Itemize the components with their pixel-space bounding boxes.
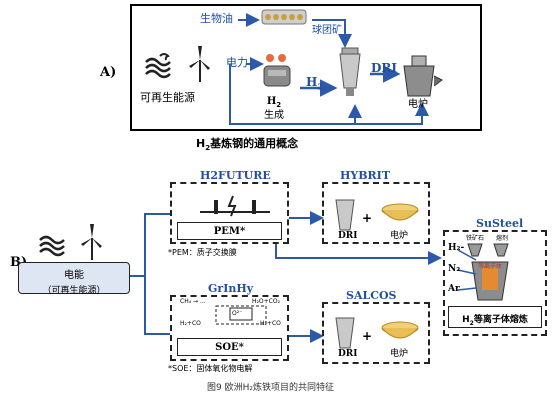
- wave-icon-b: [39, 235, 65, 257]
- plasma-smelting-label: H2等离子体熔炼: [462, 315, 528, 327]
- grinhy-title: GrInHy: [208, 282, 254, 295]
- electrolyzer-icon: [263, 54, 291, 87]
- dri-arrow-label: DRI: [371, 61, 397, 75]
- arrow-pellet: [312, 19, 352, 48]
- pem-box: PEM*: [177, 222, 282, 240]
- salcos-title: SALCOS: [346, 289, 397, 302]
- part-a-caption: H2基炼钢的通用概念: [196, 137, 299, 153]
- hybrit-dri: DRI: [338, 231, 358, 241]
- figure-caption: 图9 欧洲H₂炼铁项目的共同特征: [207, 383, 334, 393]
- grinhy-eq-bl: H₂+CO: [180, 320, 201, 327]
- susteel-n2: N₂: [448, 264, 461, 274]
- salcos-plus: +: [362, 329, 373, 343]
- h2-arrow-label: H2: [306, 75, 323, 92]
- hybrit-plus: +: [362, 211, 373, 225]
- salcos-dri: DRI: [338, 349, 358, 359]
- susteel-box: [443, 230, 547, 336]
- h2future-box: [170, 182, 289, 244]
- plasma-reactor-icon: [467, 243, 509, 301]
- hybrit-box: [322, 182, 430, 244]
- grinhy-o2: O²⁻: [232, 310, 243, 317]
- plasma-smelting-box: H2等离子体熔炼: [448, 306, 542, 328]
- pem-label: PEM*: [213, 226, 246, 237]
- hybrit-furnace: 电炉: [390, 231, 409, 241]
- grinhy-eq-left: CH₄ → ...: [180, 298, 206, 305]
- furnace-label: 电炉: [408, 99, 428, 110]
- susteel-h2: H₂-: [448, 243, 465, 253]
- grinhy-box: [170, 295, 289, 361]
- susteel-ar: Ar: [448, 284, 460, 294]
- power-source-subtitle: （可再生能源）: [42, 286, 106, 296]
- shaft-furnace-icon-salcos: [335, 317, 355, 349]
- pem-note: *PEM：质子交换膜: [168, 248, 237, 257]
- part-a-label: A): [100, 65, 117, 80]
- biooil-label: 生物油: [200, 12, 233, 25]
- susteel-flux: 熔剂: [496, 235, 509, 242]
- hybrit-title: HYBRIT: [340, 169, 391, 182]
- wave-icon: [145, 53, 171, 79]
- n2-feed-line: [457, 269, 477, 275]
- conn-h2future: [130, 213, 170, 277]
- susteel-title: SuSteel: [476, 217, 524, 230]
- ladle-icon-salcos: [381, 321, 419, 339]
- soe-note: *SOE：固体氧化物电解: [168, 364, 253, 373]
- wind-turbine-icon-b: [81, 224, 102, 260]
- pellet-conveyor-icon: [261, 9, 307, 25]
- shaft-furnace-icon: [339, 47, 361, 96]
- susteel-ore: 铁矿石: [466, 235, 485, 242]
- conn-grinhy: [144, 276, 170, 335]
- arrow-power-bypass: [229, 64, 429, 125]
- arrow-to-susteel: [275, 244, 442, 265]
- grinhy-eq-br: H₂+CO: [260, 320, 281, 327]
- power-source-title: 电能: [64, 270, 84, 281]
- ar-feed-line: [457, 287, 477, 291]
- h2-feed-line: [457, 249, 477, 261]
- wind-turbine-icon: [189, 46, 210, 82]
- salcos-furnace: 电炉: [390, 349, 409, 359]
- electric-furnace-icon: [403, 55, 443, 97]
- pellet-label: 球团矿: [312, 25, 342, 36]
- susteel-plasma: 等离子体: [478, 263, 503, 270]
- ladle-icon-hybrit: [381, 203, 419, 221]
- renewable-label: 可再生能源: [140, 91, 195, 104]
- power-source-box: 电能 （可再生能源）: [18, 262, 130, 296]
- concept-box: [130, 4, 482, 131]
- soe-box: SOE*: [177, 338, 282, 356]
- grinhy-eq-right: H₂O+CO₂: [252, 298, 280, 305]
- soe-label: SOE*: [215, 342, 244, 353]
- pem-cell-icon: [200, 195, 270, 217]
- power-label: 电力: [226, 56, 248, 69]
- h2future-title: H2FUTURE: [200, 169, 271, 182]
- soe-cell-icon: [215, 305, 267, 325]
- salcos-box: [322, 302, 430, 364]
- shaft-furnace-icon-hybrit: [335, 199, 355, 231]
